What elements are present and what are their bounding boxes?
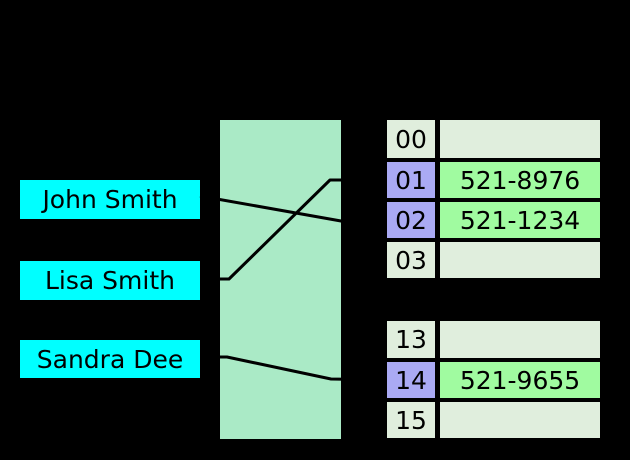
connection-line-john-smith <box>199 194 388 223</box>
connection-line-lisa-smith <box>200 178 388 281</box>
bucket-value-cell <box>440 242 600 278</box>
bucket-value-cell <box>440 321 600 358</box>
bucket-index-cell: 13 <box>387 321 435 358</box>
connection-line-sandra-dee <box>200 355 389 382</box>
bucket-index-cell: 00 <box>387 120 435 158</box>
bucket-value-cell: 521-1234 <box>440 202 600 238</box>
bucket-value-cell <box>440 402 600 438</box>
key-box-john-smith: John Smith <box>20 180 200 219</box>
bucket-index-cell: 15 <box>387 402 435 438</box>
hash-function-box <box>220 120 341 439</box>
bucket-value-cell: 521-9655 <box>440 362 600 398</box>
bucket-value-cell: 521-8976 <box>440 162 600 198</box>
bucket-index-cell: 03 <box>387 242 435 278</box>
bucket-index-cell: 02 <box>387 202 435 238</box>
key-box-lisa-smith: Lisa Smith <box>20 261 200 300</box>
key-box-sandra-dee: Sandra Dee <box>20 340 200 378</box>
bucket-index-cell: 14 <box>387 362 435 398</box>
bucket-index-cell: 01 <box>387 162 435 198</box>
bucket-value-cell <box>440 120 600 158</box>
